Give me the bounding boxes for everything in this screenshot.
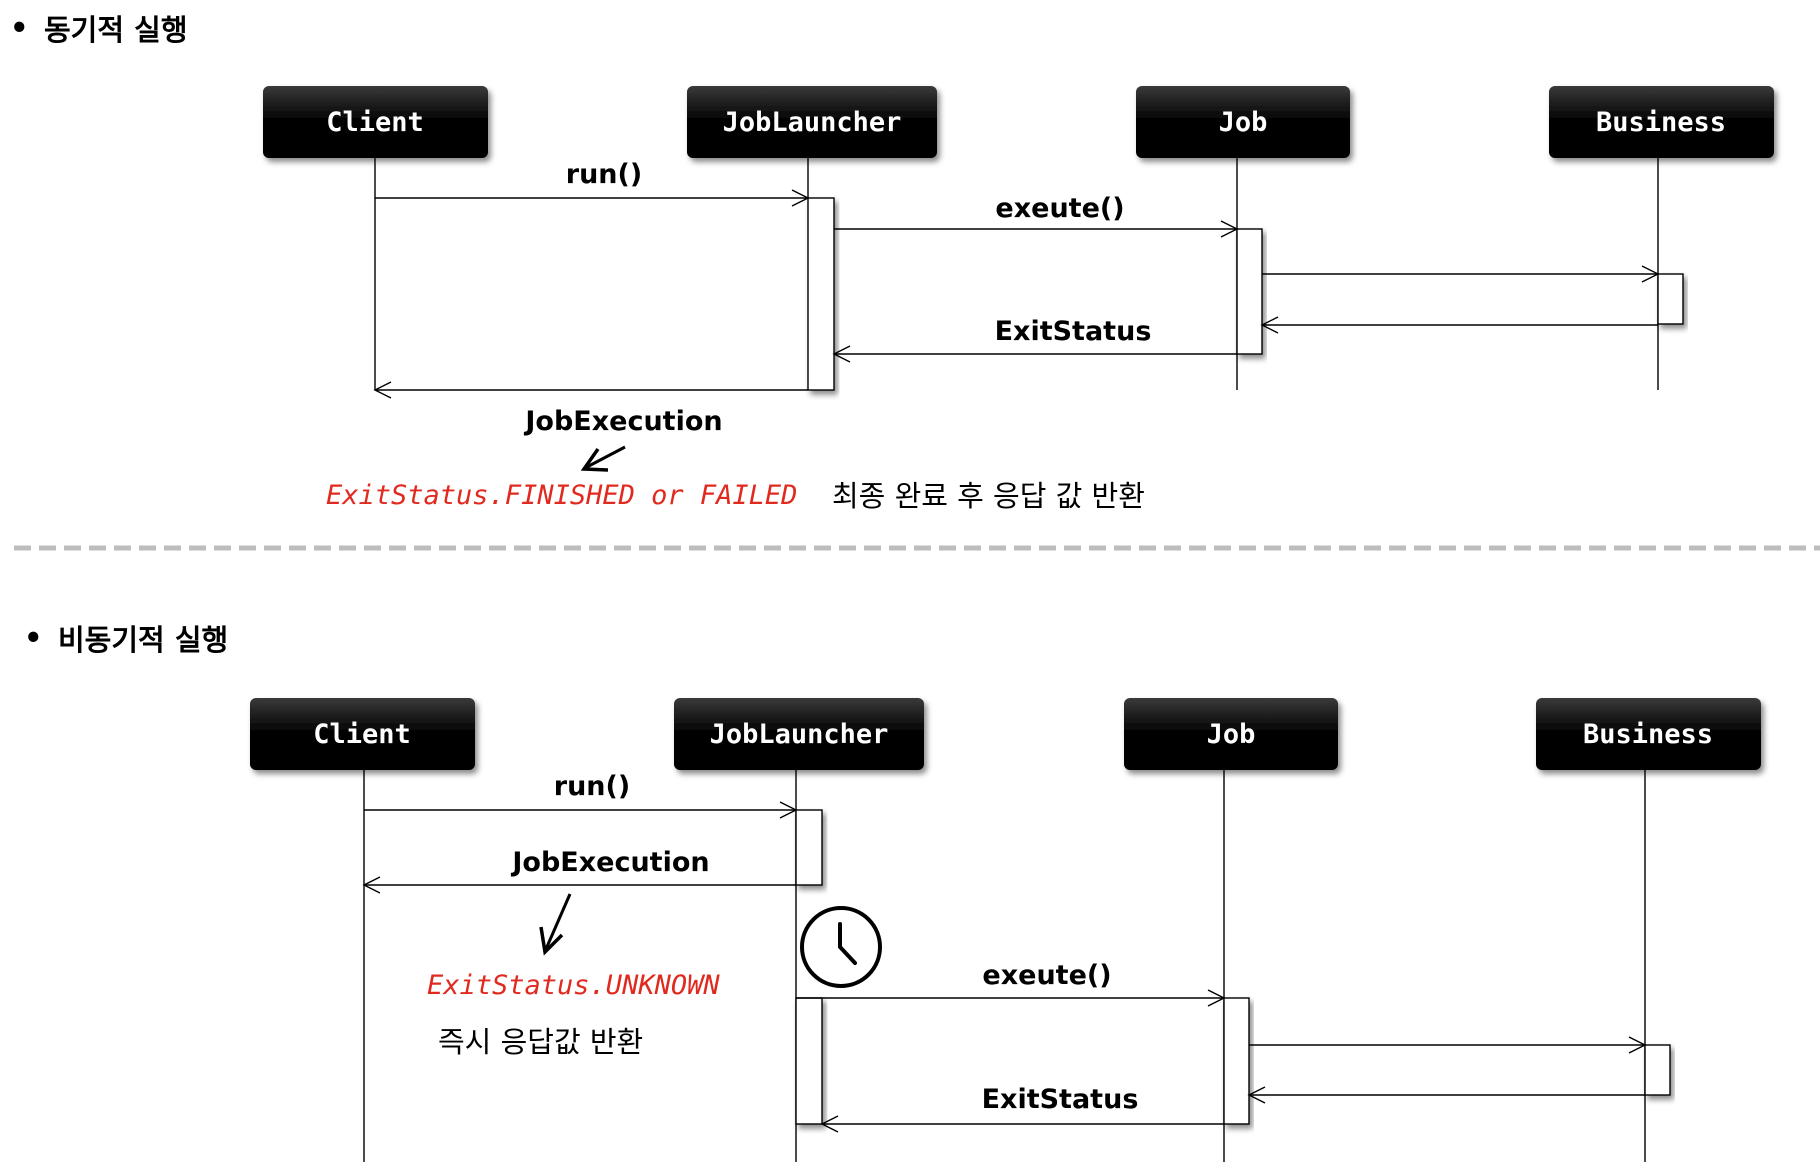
clock-icon — [800, 906, 882, 988]
async-pointer-arrow-icon — [539, 893, 572, 956]
sync-msg-job-to-business — [1262, 265, 1660, 283]
sync-bullet: • — [10, 11, 29, 45]
sync-business-activation — [1657, 273, 1684, 325]
async-msg-job-to-business — [1249, 1036, 1647, 1054]
sync-result-code: ExitStatus.FINISHED or FAILED — [326, 480, 797, 511]
async-participant-job-label: Job — [1207, 719, 1256, 750]
async-msg-run-label: run() — [554, 771, 630, 802]
sync-msg-exit-status-label: ExitStatus — [995, 316, 1152, 347]
sync-msg-run-label: run() — [566, 159, 642, 190]
async-participant-client: Client — [250, 698, 475, 770]
sync-participant-joblauncher: JobLauncher — [687, 86, 937, 158]
sync-msg-job-execution-label: JobExecution — [523, 406, 722, 437]
sync-participant-job: Job — [1136, 86, 1350, 158]
sync-participant-joblauncher-label: JobLauncher — [723, 107, 902, 138]
async-participant-business: Business — [1536, 698, 1761, 770]
sync-participant-client: Client — [263, 86, 488, 158]
async-business-activation — [1644, 1044, 1671, 1096]
sync-result-note: 최종 완료 후 응답 값 반환 — [832, 479, 1145, 513]
sync-msg-run: run() — [375, 159, 810, 207]
async-msg-run: run() — [364, 771, 798, 819]
sync-participant-job-label: Job — [1219, 107, 1268, 138]
async-joblauncher-activation-2 — [795, 997, 823, 1125]
async-joblauncher-activation-1 — [795, 809, 823, 886]
async-participant-joblauncher: JobLauncher — [674, 698, 924, 770]
async-msg-job-execution: JobExecution — [362, 847, 796, 894]
async-bullet: • — [24, 621, 43, 655]
sync-participant-business-label: Business — [1596, 107, 1726, 138]
async-msg-job-execution-label: JobExecution — [510, 847, 709, 878]
sync-msg-execute: exeute() — [834, 193, 1239, 238]
sync-msg-exit-status: ExitStatus — [832, 316, 1237, 363]
sync-joblauncher-activation — [807, 197, 835, 391]
async-participant-joblauncher-label: JobLauncher — [710, 719, 889, 750]
sync-participant-business: Business — [1549, 86, 1774, 158]
async-section: • 비동기적 실행 Client JobLauncher Job Busines… — [24, 621, 1761, 1162]
async-msg-execute-label: exeute() — [982, 960, 1111, 991]
sync-participant-client-label: Client — [326, 107, 424, 138]
sync-section: • 동기적 실행 Client JobLauncher Job Business — [10, 11, 1774, 513]
sync-job-activation — [1236, 228, 1263, 355]
sync-pointer-arrow-icon — [580, 445, 626, 472]
sync-msg-business-to-job — [1260, 316, 1658, 334]
async-msg-execute: exeute() — [796, 960, 1226, 1007]
async-result-note: 즉시 응답값 반환 — [438, 1025, 643, 1059]
sync-msg-execute-label: exeute() — [995, 193, 1124, 224]
async-result-code: ExitStatus.UNKNOWN — [427, 970, 720, 1001]
async-participant-client-label: Client — [313, 719, 411, 750]
sync-msg-job-execution: JobExecution — [373, 381, 808, 437]
async-job-activation — [1223, 997, 1250, 1125]
async-msg-exit-status: ExitStatus — [820, 1084, 1224, 1133]
async-participant-job: Job — [1124, 698, 1338, 770]
async-msg-exit-status-label: ExitStatus — [982, 1084, 1139, 1115]
async-participant-business-label: Business — [1583, 719, 1713, 750]
async-section-title: 비동기적 실행 — [58, 623, 228, 657]
sync-section-title: 동기적 실행 — [44, 13, 188, 47]
async-msg-business-to-job — [1247, 1086, 1645, 1104]
